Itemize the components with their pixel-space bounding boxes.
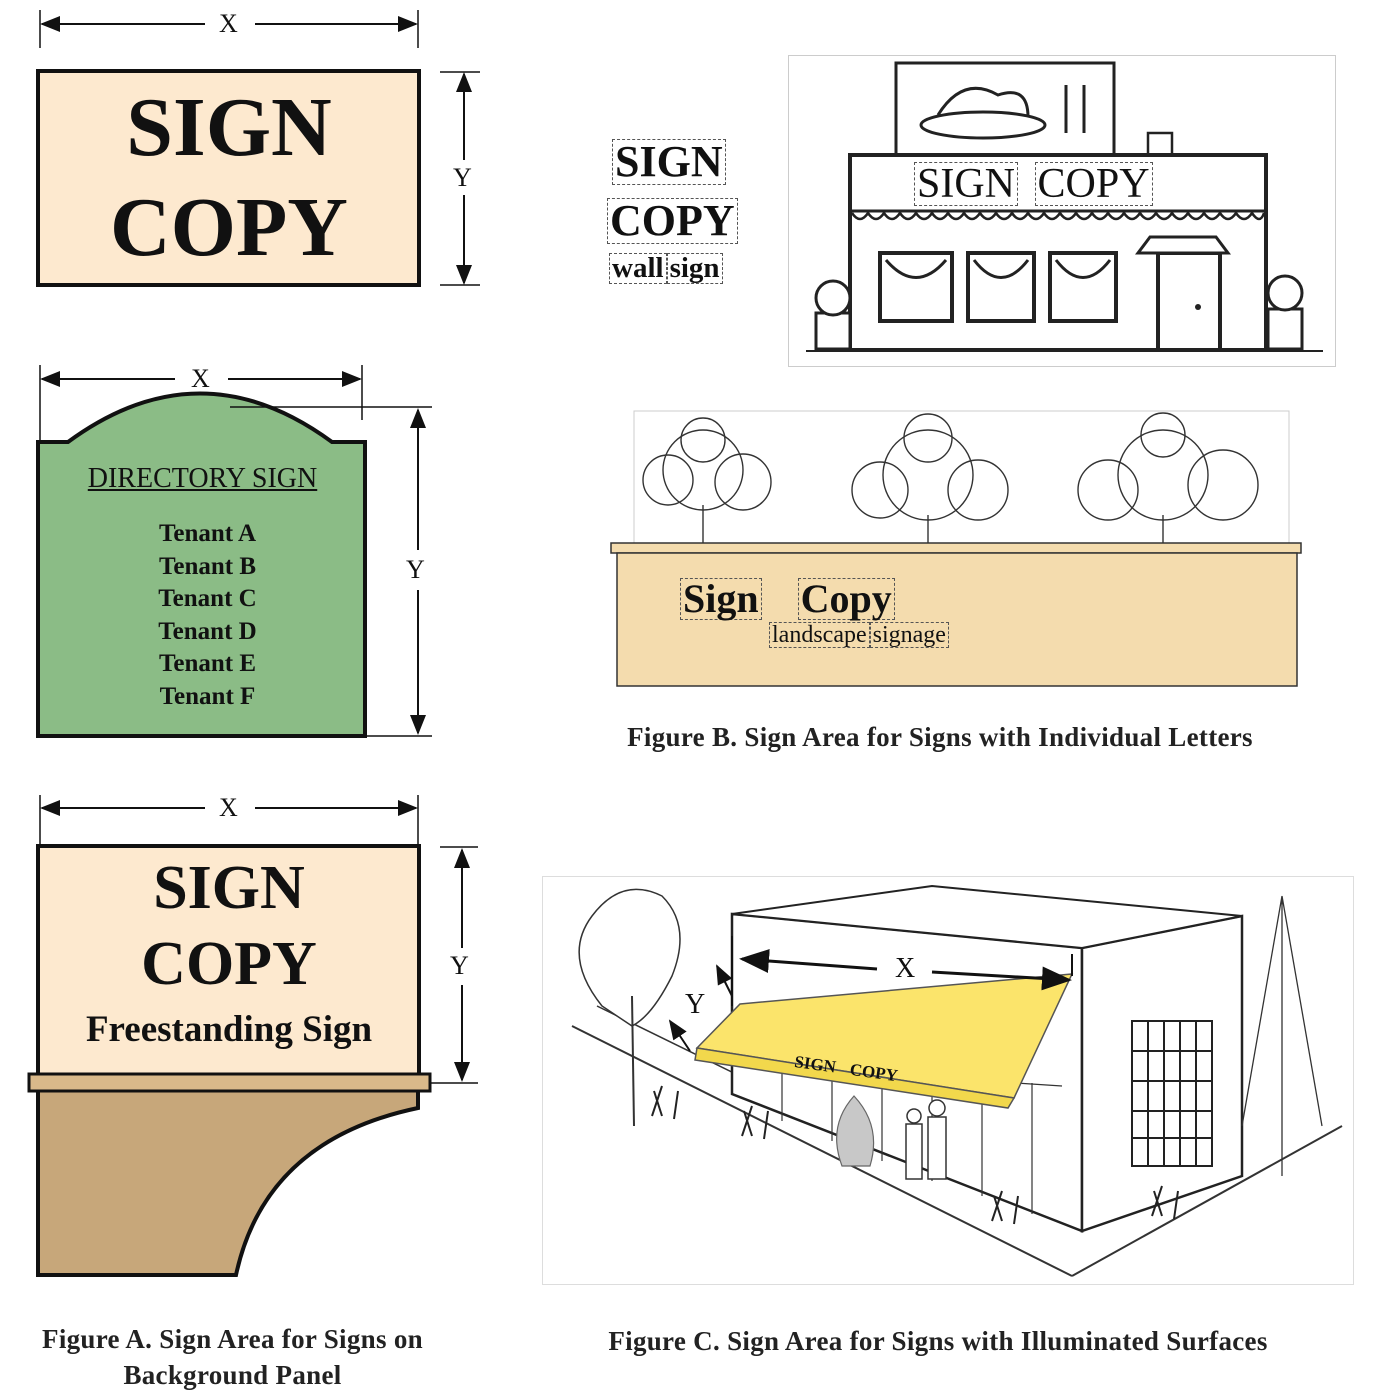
figure-a-caption-line1: Figure A. Sign Area for Signs on bbox=[42, 1324, 423, 1354]
directory-sign bbox=[36, 365, 432, 738]
tenant-list: Tenant A Tenant B Tenant C Tenant D Tena… bbox=[40, 518, 375, 713]
ground-plants bbox=[651, 1085, 1179, 1225]
directory-width-label: X bbox=[191, 364, 210, 393]
tenant-item: Tenant D bbox=[158, 617, 257, 645]
tenant-item: Tenant E bbox=[158, 650, 257, 677]
shrub bbox=[836, 1095, 875, 1167]
freestanding-height-label: Y bbox=[450, 951, 469, 980]
panel-sign-line1: SIGN bbox=[126, 81, 332, 174]
chicken-icon bbox=[936, 86, 1030, 118]
panel-sign-line2: COPY bbox=[110, 181, 348, 274]
tree-3 bbox=[1077, 412, 1259, 543]
freestanding-line3: Freestanding Sign bbox=[85, 1009, 373, 1050]
directory-height-label: Y bbox=[406, 555, 425, 584]
awning-building-illustration bbox=[542, 876, 1354, 1285]
tree-canopies bbox=[642, 412, 1259, 543]
freestanding-line1: SIGN bbox=[153, 854, 305, 922]
wall-sign-word-sign-small: sign bbox=[666, 253, 723, 284]
facade-scallop bbox=[850, 210, 1266, 221]
freestanding-width-label: X bbox=[219, 793, 238, 822]
wall-sign-word-copy: COPY bbox=[607, 195, 738, 246]
awning-height-label: Y bbox=[685, 989, 706, 1020]
tenant-item: Tenant A bbox=[158, 520, 257, 547]
storefront-word-sign: SIGN bbox=[914, 162, 1019, 206]
freestanding-sign bbox=[27, 795, 478, 1277]
landscape-word-signage: signage bbox=[869, 622, 949, 648]
figure-c-caption: Figure C. Sign Area for Signs with Illum… bbox=[608, 1326, 1268, 1356]
tenant-item: Tenant B bbox=[158, 552, 257, 580]
window-1 bbox=[878, 251, 954, 323]
planter-cap bbox=[610, 542, 1302, 554]
landscape-planter-illustration bbox=[610, 410, 1302, 687]
tenant-item: Tenant C bbox=[158, 585, 257, 612]
panel-sign-height-label: Y bbox=[453, 163, 472, 192]
freestanding-line2: COPY bbox=[141, 930, 317, 998]
directory-title: DIRECTORY SIGN bbox=[87, 463, 318, 494]
storefront-sign-copy: SIGN COPY bbox=[914, 160, 1153, 208]
panel-sign-width-label: X bbox=[219, 9, 238, 38]
panel-sign-1 bbox=[36, 10, 480, 287]
tree-left bbox=[578, 888, 681, 1027]
figure-a-caption: Figure A. Sign Area for Signs on Backgro… bbox=[10, 1321, 455, 1393]
door-canopy bbox=[1135, 235, 1231, 255]
figure-a-caption-line2: Background Panel bbox=[123, 1360, 342, 1390]
wall-sign-word-sign: SIGN bbox=[612, 136, 726, 187]
freestanding-sign-copy: SIGN COPY bbox=[40, 850, 418, 1002]
rooftop-billboard bbox=[894, 61, 1116, 157]
awning-valance bbox=[694, 1047, 1016, 1109]
landscape-word-landscape: landscape bbox=[769, 622, 870, 648]
tree-right bbox=[1241, 895, 1323, 1176]
landscape-word-copy: Copy bbox=[797, 578, 895, 620]
planter-right bbox=[1266, 307, 1304, 351]
storefront-illustration bbox=[788, 55, 1336, 367]
panel-sign-copy: SIGN COPY bbox=[40, 78, 418, 278]
pedestrians bbox=[905, 1099, 947, 1180]
building-side bbox=[1080, 914, 1244, 1233]
landscape-sign-copy: Sign Copy bbox=[680, 575, 895, 622]
tree-2 bbox=[851, 413, 1009, 543]
door bbox=[1156, 251, 1222, 352]
landscape-word-sign: Sign bbox=[680, 578, 762, 620]
plate-icon bbox=[919, 110, 1047, 140]
tree-1 bbox=[642, 417, 772, 543]
building-roof bbox=[731, 884, 1243, 950]
tenant-item: Tenant F bbox=[159, 682, 256, 710]
planter-left bbox=[814, 311, 852, 351]
side-window bbox=[1131, 1020, 1213, 1167]
storefront-word-copy: COPY bbox=[1034, 162, 1153, 206]
wall-sign-word-wall: wall bbox=[609, 253, 667, 284]
figure-b-caption: Figure B. Sign Area for Signs with Indiv… bbox=[627, 722, 1253, 752]
awning-width-label: X bbox=[895, 953, 916, 984]
